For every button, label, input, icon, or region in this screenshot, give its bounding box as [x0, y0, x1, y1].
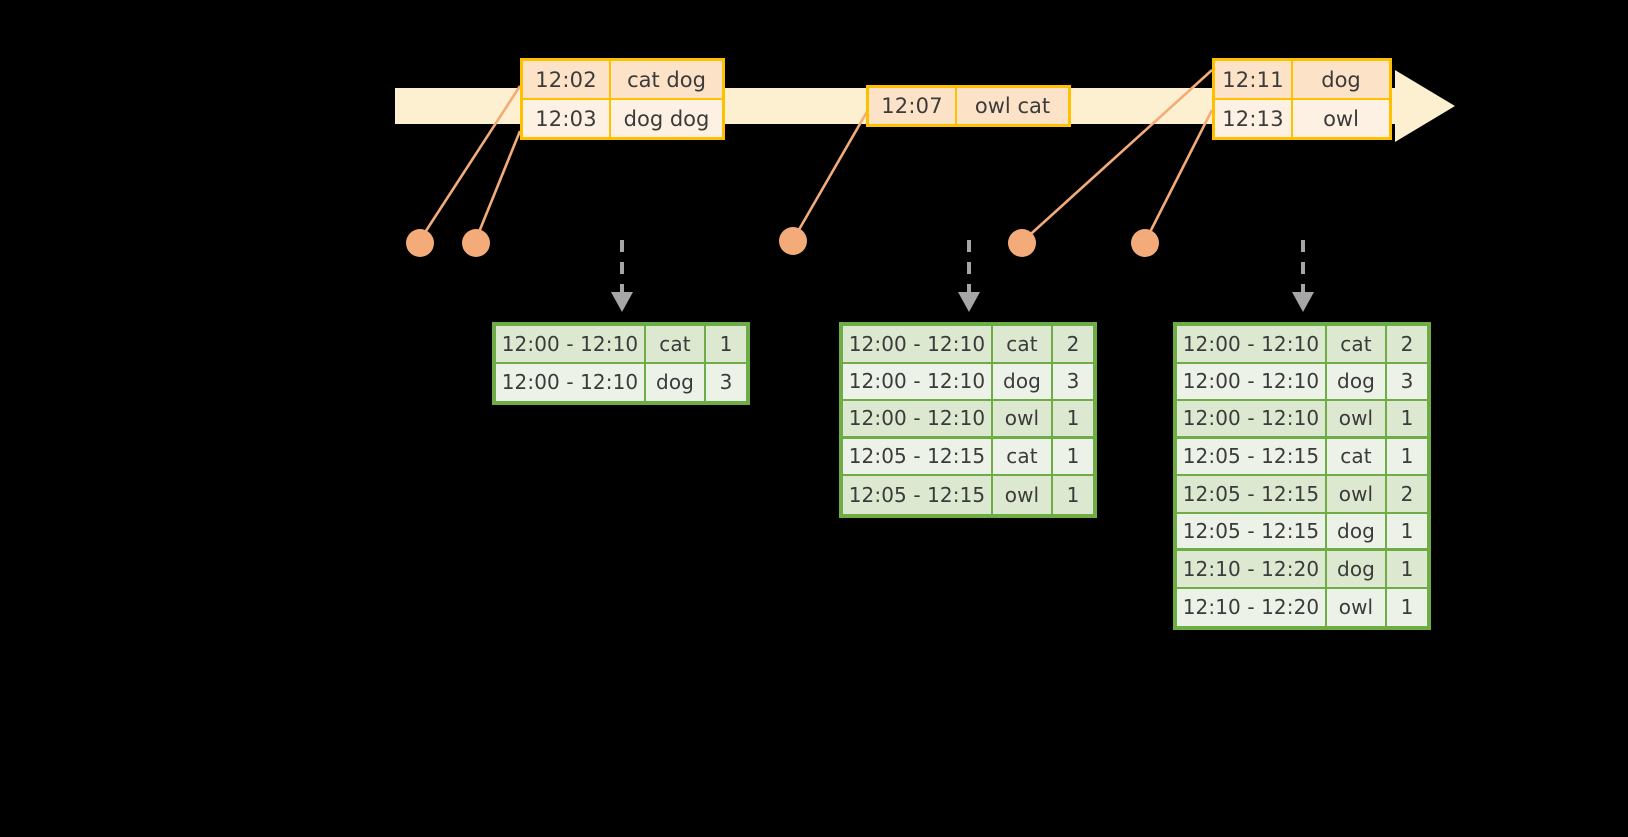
event-words: dog [1321, 67, 1361, 92]
cell-word: dog [646, 363, 706, 401]
cell-count: 1 [1053, 439, 1093, 476]
cell-count: 2 [1053, 326, 1093, 364]
cell-word: cat [993, 438, 1053, 476]
cell-count: 1 [1387, 401, 1427, 439]
event-row: 12:02 cat dog [523, 61, 722, 98]
cell-count: 1 [1400, 595, 1414, 620]
cell-window: 12:00 - 12:10 [496, 326, 646, 364]
cell-word: owl [1327, 588, 1387, 626]
cell-word: dog [993, 363, 1053, 401]
event-words: owl [1323, 106, 1359, 131]
cell-window: 12:00 - 12:10 [1177, 401, 1327, 439]
cell-window: 12:05 - 12:15 [1177, 513, 1327, 551]
cell-word: dog [1327, 363, 1387, 401]
cell-count: 2 [1387, 326, 1427, 364]
event-time: 12:11 [1215, 61, 1293, 98]
cell-window: 12:00 - 12:10 [1177, 326, 1327, 364]
event-dots [406, 227, 1159, 257]
cell-word: owl [1327, 401, 1387, 439]
cell-window: 12:00 - 12:10 [843, 401, 993, 439]
cell-count: 1 [1387, 551, 1427, 589]
cell-count: 3 [1053, 364, 1093, 401]
event-words: dog dog [623, 106, 710, 131]
event-row: 12:07 owl cat [869, 88, 1068, 124]
dot-3 [779, 227, 807, 255]
dot-5 [1131, 229, 1159, 257]
cell-window: 12:10 - 12:20 [1177, 588, 1327, 626]
cell-word: owl [993, 476, 1053, 514]
event-box-3[interactable]: 12:11 dog 12:13 owl [1212, 58, 1392, 140]
event-time: 12:02 [523, 61, 611, 98]
cell-word: owl [993, 401, 1053, 439]
dot-1 [406, 229, 434, 257]
cell-window: 12:05 - 12:15 [843, 438, 993, 476]
dot-2 [462, 229, 490, 257]
cell-count: 1 [1387, 439, 1427, 476]
cell-count: 2 [1387, 476, 1427, 514]
cell-word: cat [1327, 438, 1387, 476]
event-time: 12:07 [869, 88, 957, 124]
cell-window: 12:00 - 12:10 [1177, 363, 1327, 401]
cell-count: 3 [719, 370, 733, 395]
cell-window: 12:05 - 12:15 [1177, 476, 1327, 514]
event-box-2[interactable]: 12:07 owl cat [866, 85, 1071, 127]
cell-word: cat [646, 326, 706, 364]
cell-count: 1 [706, 326, 746, 364]
cell-count: 1 [1066, 482, 1080, 507]
event-row: 12:11 dog [1215, 61, 1389, 98]
dashed-arrows [620, 240, 1305, 293]
cell-count: 3 [1387, 364, 1427, 401]
event-words: owl cat [974, 94, 1051, 118]
cell-count: 1 [1387, 514, 1427, 551]
event-row: 12:03 dog dog [523, 98, 722, 137]
cell-window: 12:00 - 12:10 [843, 363, 993, 401]
event-time: 12:03 [523, 100, 611, 137]
cell-window: 12:10 - 12:20 [1177, 551, 1327, 589]
dot-4 [1008, 229, 1036, 257]
cell-word: dog [1327, 513, 1387, 551]
cell-window: 12:05 - 12:15 [843, 476, 993, 514]
cell-window: 12:00 - 12:10 [843, 326, 993, 364]
cell-word: cat [993, 326, 1053, 364]
cell-window: 12:00 - 12:10 [496, 363, 646, 401]
cell-word: cat [1327, 326, 1387, 364]
event-time: 12:13 [1215, 100, 1293, 137]
dashed-arrow-heads [611, 292, 1314, 312]
cell-count: 1 [1053, 401, 1093, 439]
cell-window: 12:05 - 12:15 [1177, 438, 1327, 476]
cell-word: owl [1327, 476, 1387, 514]
event-words: cat dog [627, 67, 706, 92]
event-row: 12:13 owl [1215, 98, 1389, 137]
cell-word: dog [1327, 551, 1387, 589]
event-box-1[interactable]: 12:02 cat dog 12:03 dog dog [520, 58, 725, 140]
